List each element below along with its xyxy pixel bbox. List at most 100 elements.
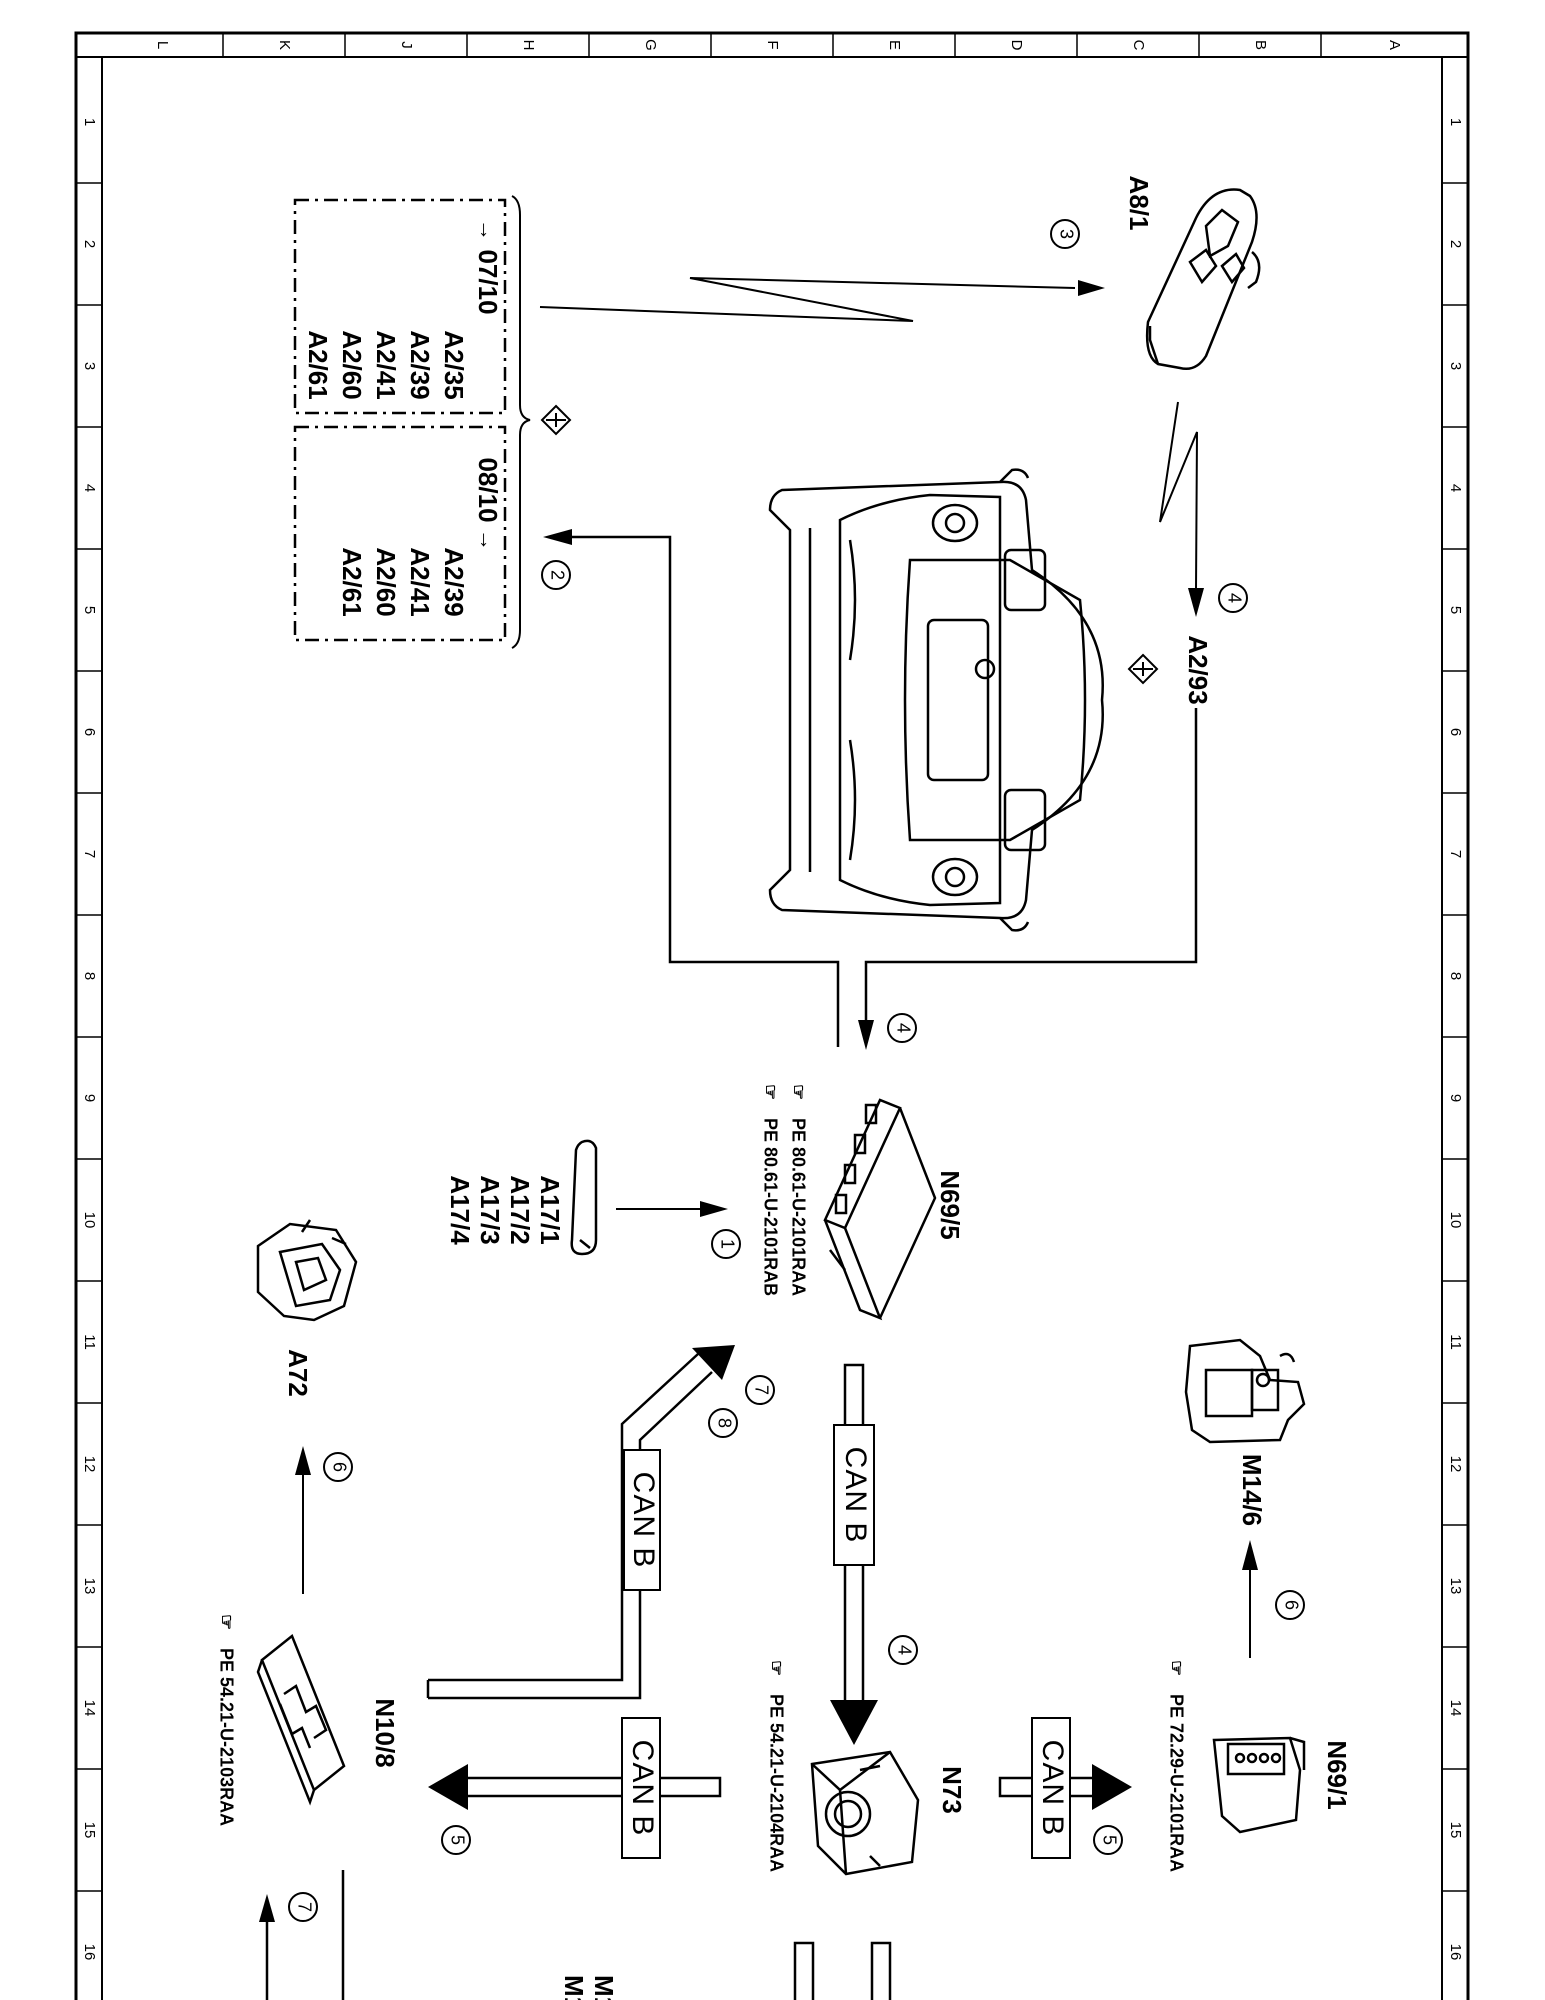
box-08-10-item: A2/60 [371,547,401,616]
can-label-box [833,1424,875,1566]
row-label-12-right: 12 [1447,1456,1464,1473]
row-label-15-left: 15 [81,1822,98,1839]
step-marker-8: 8 [708,1408,738,1438]
n69-1-illustration [1212,1736,1306,1834]
vehicle-illustration [768,468,1104,932]
row-label-14-right: 14 [1447,1700,1464,1717]
box-07-10-content: 07/10 → A2/35 A2/39 A2/41 A2/60 A2/61 [303,219,503,400]
door-handle-a17-illustration [570,1139,598,1256]
step-marker-3-text: 3 [1056,229,1076,239]
box-08-10-header: 08/10 [473,457,503,522]
box-08-10-content: 08/10 → A2/39 A2/41 A2/60 A2/61 [337,457,503,616]
step-marker-6-m14-6: 6 [1275,1590,1305,1620]
row-label-9-right: 9 [1447,1094,1464,1102]
can-label-2: CAN B [627,1472,660,1569]
step-marker-6-m14-6-text: 6 [1281,1600,1301,1610]
label-a17-3: A17/3 [475,1175,505,1244]
m14-6-illustration [1184,1338,1306,1444]
label-m14-6: M14/6 [1237,1454,1267,1526]
step-marker-7-n10-8: 7 [288,1892,318,1922]
wireless-signal-to-antenna [1159,401,1198,591]
step-marker-4-n69-5-text: 4 [893,1023,913,1033]
col-label-a: A [1386,40,1403,50]
arrow-head-to-boxes [543,529,572,545]
row-label-1-left: 1 [81,118,98,126]
control-unit-n69-5-illustration [823,1098,937,1321]
step-marker-5-n69-1-text: 5 [1099,1835,1119,1845]
row-label-10-right: 10 [1447,1212,1464,1229]
dashed-box-07-10 [293,198,507,415]
step-marker-3: 3 [1050,219,1080,249]
pe-ref-n10-8-text: PE 54.21-U-2103RAA [216,1648,236,1826]
can-label-box [1031,1717,1071,1859]
row-label-14-left: 14 [81,1700,98,1717]
label-n73: N73 [937,1766,967,1814]
lower-connections [265,1870,892,2000]
row-label-8-right: 8 [1447,972,1464,980]
arrow-head-to-antenna [1188,588,1204,617]
step-marker-7-n69-5: 7 [745,1375,775,1405]
a17-labels: A17/1 A17/2 A17/3 A17/4 [445,1175,565,1245]
row-labels-right: 1 2 3 4 5 6 7 8 9 10 11 12 13 14 15 16 [1447,118,1464,1961]
step-marker-7-n69-5-text: 7 [751,1385,771,1395]
step-marker-4-n73-text: 4 [894,1645,914,1655]
pe-ref-n69-5-b: PE 80.61-U-2101RAB [760,1118,780,1296]
step-marker-6-a72: 6 [323,1452,353,1482]
row-label-8-left: 8 [81,972,98,980]
label-n69-5: N69/5 [935,1170,965,1239]
can-label-3: CAN B [626,1740,659,1837]
row-label-16-left: 16 [81,1944,98,1961]
pe-ref-n69-5: ☞ PE 80.61-U-2101RAA ☞ PE 80.61-U-2101RA… [760,1084,808,1296]
pe-ref-n73-text: PE 54.21-U-2104RAA [766,1694,786,1872]
row-label-15-right: 15 [1447,1822,1464,1839]
col-label-l: L [154,41,171,49]
col-label-d: D [1008,40,1025,51]
row-labels-left: 1 2 3 4 5 6 7 8 9 10 11 12 13 14 15 16 [81,118,98,1961]
box-07-10-item: A2/39 [405,330,435,399]
row-label-11-right: 11 [1447,1334,1464,1350]
row-label-13-right: 13 [1447,1578,1464,1595]
can-arrow-to-n10-8 [428,1764,468,1810]
can-arrow-to-n69-5 [692,1345,735,1380]
arrow-head-m14-6 [1242,1540,1258,1570]
mb-star-symbol-2 [540,404,572,436]
row-label-3-left: 3 [81,362,98,370]
pe-ref-n69-5-a: PE 80.61-U-2101RAA [788,1118,808,1296]
row-label-5-right: 5 [1447,606,1464,614]
a72-illustration [256,1219,358,1322]
dashed-box-08-10 [293,425,507,642]
box-08-10-item: A2/61 [337,547,367,616]
box-07-10-item: A2/35 [439,330,469,399]
row-label-1-right: 1 [1447,118,1464,126]
label-n10-8: N10/8 [370,1698,400,1767]
col-label-c: C [1130,40,1147,51]
n73-illustration [810,1750,920,1876]
can-label-4: CAN B [1036,1740,1069,1837]
box-08-10-item: A2/39 [439,547,469,616]
row-grid [76,182,1468,1892]
row-label-9-left: 9 [81,1094,98,1102]
label-a17-2: A17/2 [505,1175,535,1244]
can-bus-n10-8-to-n69-5 [426,1353,713,1700]
step-marker-4-n69-5: 4 [887,1013,917,1043]
box-08-10-item: A2/41 [405,547,435,616]
can-label-box [621,1717,661,1859]
row-label-13-left: 13 [81,1578,98,1595]
line-n69-5-to-boxes [572,535,840,1047]
step-marker-4-antenna-text: 4 [1224,593,1244,603]
mb-star-symbol-1 [1127,653,1159,685]
row-label-5-left: 5 [81,606,98,614]
arrow-head-a17 [700,1201,728,1217]
step-marker-4-n73: 4 [888,1635,918,1665]
box-07-10-item: A2/41 [371,330,401,399]
step-marker-5-n10-8-text: 5 [447,1835,467,1845]
row-label-10-left: 10 [81,1212,98,1229]
wireless-signal-to-key [539,277,1076,322]
step-marker-2: 2 [541,560,571,590]
col-label-j: J [398,41,415,49]
pe-icon: ☞ [766,1660,786,1676]
key-fob-illustration [1145,188,1261,370]
col-label-k: K [276,40,293,50]
row-label-3-right: 3 [1447,362,1464,370]
pe-ref-n10-8: ☞ PE 54.21-U-2103RAA [216,1614,236,1826]
